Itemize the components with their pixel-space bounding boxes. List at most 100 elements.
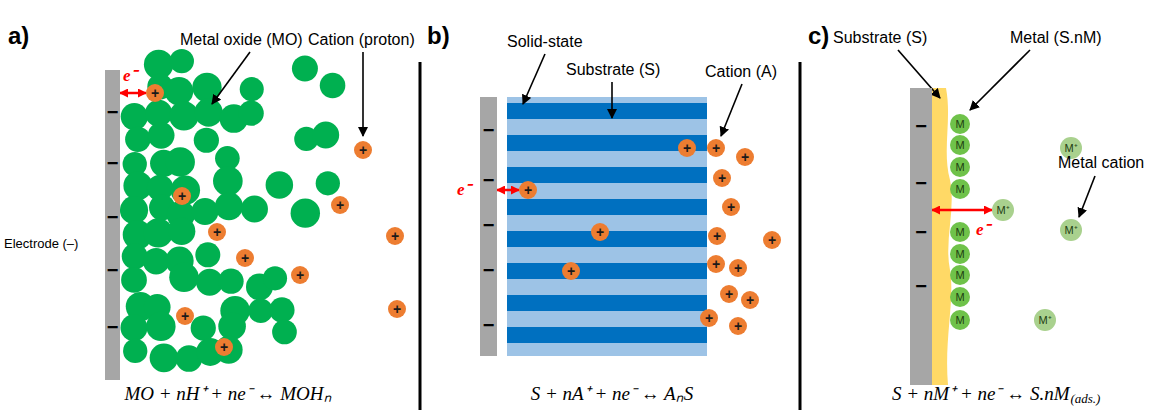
cation: + (722, 198, 740, 216)
cation: + (707, 255, 725, 273)
adsorbed-metal: M (950, 310, 970, 330)
substrate-stripe (507, 103, 707, 119)
equation-subscript: (ads.) (1070, 391, 1100, 407)
oxide-particle (121, 267, 147, 293)
charge-sign: − (105, 100, 120, 124)
oxide-particle (269, 297, 294, 322)
proton-cation: + (173, 187, 191, 205)
leader-arrow (1079, 176, 1095, 217)
adsorbed-metal: M (950, 222, 970, 242)
oxide-particle (316, 171, 340, 195)
oxide-particle (266, 171, 294, 199)
particle-label: + (705, 311, 713, 325)
proton-cation: + (208, 223, 226, 241)
particle-label: + (718, 171, 726, 185)
oxide-particle (312, 122, 339, 149)
charge-sign: − (480, 118, 497, 142)
electron-transfer-arrow (120, 92, 146, 95)
particle-label: + (220, 340, 228, 354)
charge-sign: − (910, 114, 932, 138)
panel-letter: a) (8, 22, 29, 50)
oxide-particle (272, 320, 297, 345)
charge-sign: − (480, 168, 497, 192)
metal-cation: M⁺ (1034, 309, 1056, 331)
substrate-layer (932, 88, 952, 385)
panel-divider (419, 62, 422, 410)
particle-label: + (178, 189, 186, 203)
charge-sign: − (480, 258, 497, 282)
callout-label: Substrate (S) (566, 60, 660, 80)
oxide-particle (240, 77, 264, 101)
particle-label: + (151, 86, 159, 100)
particle-label: + (768, 233, 776, 247)
proton-cation: + (354, 141, 372, 159)
particle-label: M⁺ (996, 204, 1009, 216)
particle-label: M (955, 291, 964, 303)
particle-label: + (336, 198, 344, 212)
oxide-particle (191, 315, 216, 340)
oxide-particle (194, 98, 222, 126)
charge-sign: − (480, 313, 497, 337)
oxide-particle (194, 128, 219, 153)
oxide-particle (263, 266, 287, 290)
oxide-particle (169, 101, 198, 130)
callout-label: Substrate (S) (833, 28, 927, 48)
oxide-particle (195, 242, 220, 267)
substrate-stripe (507, 263, 707, 279)
callout-label: Solid-state (507, 32, 583, 52)
oxide-particle (218, 268, 243, 293)
particle-label: + (213, 225, 221, 239)
oxide-particle (215, 336, 243, 364)
cation: + (736, 148, 754, 166)
electrode: −−−−− (105, 70, 120, 380)
leader-arrow (523, 54, 545, 104)
substrate-stripe (507, 135, 707, 151)
cation: + (678, 139, 696, 157)
metal-cation: M⁺ (1060, 219, 1082, 241)
adsorbed-metal: M (950, 244, 970, 264)
oxide-particle (292, 56, 318, 82)
electron-transfer-arrow (497, 189, 519, 192)
proton-cation: + (386, 227, 404, 245)
electron-transfer-arrow (932, 209, 992, 212)
proton-cation: + (331, 196, 349, 214)
oxide-particle (148, 122, 175, 149)
particle-label: + (683, 141, 691, 155)
particle-label: + (712, 141, 720, 155)
oxide-particle (248, 299, 272, 323)
substrate-stripe (507, 327, 707, 343)
electron-label: e⁻ (122, 66, 138, 86)
oxide-particle (120, 314, 147, 341)
cation: + (720, 285, 738, 303)
particle-label: + (296, 268, 304, 282)
metal-cation: M⁺ (992, 199, 1014, 221)
electrode: −−−− (910, 88, 932, 385)
particle-label: M (955, 183, 964, 195)
oxide-particle (169, 263, 199, 293)
reaction-equation: S + nA⁺ + ne⁻ ↔ AₙS (531, 382, 693, 406)
oxide-particle (215, 192, 243, 220)
panel-letter: b) (427, 22, 450, 50)
leader-arrow (970, 50, 1030, 110)
callout-label: Metal cation (1058, 153, 1144, 173)
proton-cation: + (146, 84, 164, 102)
particle-label: M⁺ (1038, 314, 1051, 326)
oxide-particle (165, 147, 194, 176)
particle-label: M⁺ (1064, 224, 1077, 236)
adsorbed-metal: M (950, 179, 970, 199)
oxide-particle (171, 176, 200, 205)
particle-label: + (741, 150, 749, 164)
particle-label: M (955, 139, 964, 151)
particle-label: M (955, 248, 964, 260)
cation: + (562, 262, 580, 280)
leader-arrow (212, 52, 250, 104)
particle-label: + (725, 287, 733, 301)
particle-label: + (391, 229, 399, 243)
particle-label: + (734, 261, 742, 275)
particle-label: + (359, 143, 367, 157)
particle-label: + (713, 229, 721, 243)
proton-cation: + (388, 300, 406, 318)
charge-sign: − (105, 205, 120, 229)
substrate-stripe (507, 167, 707, 183)
